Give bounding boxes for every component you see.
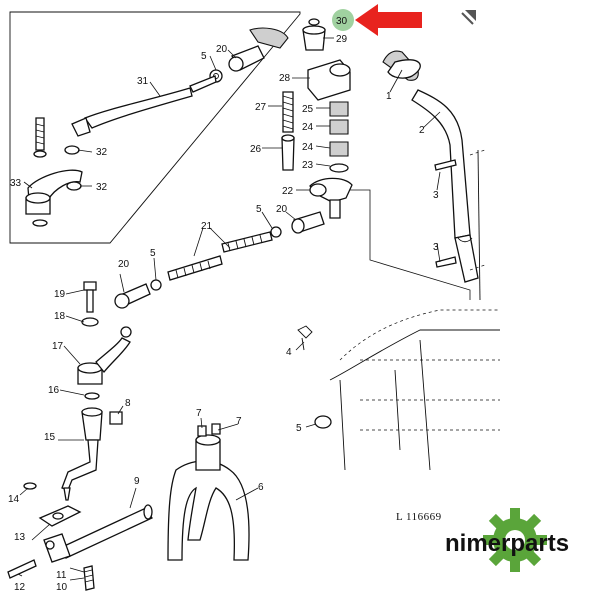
gear-lever — [382, 50, 486, 301]
callout-16: 16 — [48, 385, 60, 396]
callout-24b: 24 — [302, 142, 314, 153]
callout-5c: 5 — [256, 204, 262, 215]
callout-3a: 3 — [433, 190, 439, 201]
housing — [297, 309, 500, 471]
callout-4: 4 — [286, 347, 292, 358]
left-assembly — [7, 281, 132, 579]
callout-27: 27 — [255, 102, 267, 113]
callouts: 30 29 28 27 26 25 24 24 23 22 20 5 21 5 … — [8, 16, 439, 593]
callout-7a: 7 — [196, 408, 202, 419]
callout-23: 23 — [302, 160, 314, 171]
callout-20c: 20 — [276, 204, 288, 215]
callout-2: 2 — [419, 125, 425, 136]
callout-21: 21 — [201, 221, 213, 232]
callout-6: 6 — [258, 482, 264, 493]
callout-11: 11 — [56, 570, 67, 581]
expand-icon[interactable] — [461, 10, 476, 25]
leader-lines — [17, 37, 441, 581]
callout-13a: 13 — [14, 532, 26, 543]
callout-5a: 5 — [201, 51, 207, 62]
inset-parts — [25, 27, 289, 227]
shift-fork — [43, 411, 250, 591]
callout-12: 12 — [14, 582, 26, 593]
callout-30: 30 — [336, 16, 348, 27]
callout-17: 17 — [52, 341, 64, 352]
callout-20a: 20 — [216, 44, 228, 55]
callout-10: 10 — [56, 582, 68, 593]
callout-22: 22 — [282, 186, 294, 197]
shift-rod — [114, 211, 325, 309]
highlight-marker — [332, 9, 354, 31]
callout-3b: 3 — [433, 242, 439, 253]
callout-9: 9 — [134, 476, 140, 487]
callout-15: 15 — [44, 432, 56, 443]
inset-frame — [9, 11, 301, 244]
callout-32a: 32 — [96, 147, 108, 158]
callout-31: 31 — [137, 76, 149, 87]
callout-24a: 24 — [302, 122, 314, 133]
callout-1: 1 — [386, 91, 392, 102]
callout-5d: 5 — [296, 423, 302, 434]
callout-28: 28 — [279, 73, 291, 84]
callout-5b: 5 — [150, 248, 156, 259]
callout-32b: 32 — [96, 182, 108, 193]
callout-18: 18 — [54, 311, 66, 322]
gear-logo-icon — [483, 508, 547, 572]
callout-20b: 20 — [118, 259, 130, 270]
leader-dashed — [345, 189, 471, 300]
callout-19: 19 — [54, 289, 66, 300]
selector-stack — [281, 18, 353, 219]
brand-name: nimerparts — [445, 530, 569, 557]
callout-25: 25 — [302, 104, 314, 115]
callout-33: 33 — [10, 178, 22, 189]
callout-7b: 7 — [236, 416, 242, 427]
callout-14: 14 — [8, 494, 20, 505]
reference-code: L 116669 — [396, 511, 442, 523]
callout-8: 8 — [125, 398, 131, 409]
red-arrow-icon — [355, 4, 422, 36]
callout-29: 29 — [336, 34, 348, 45]
callout-26: 26 — [250, 144, 262, 155]
